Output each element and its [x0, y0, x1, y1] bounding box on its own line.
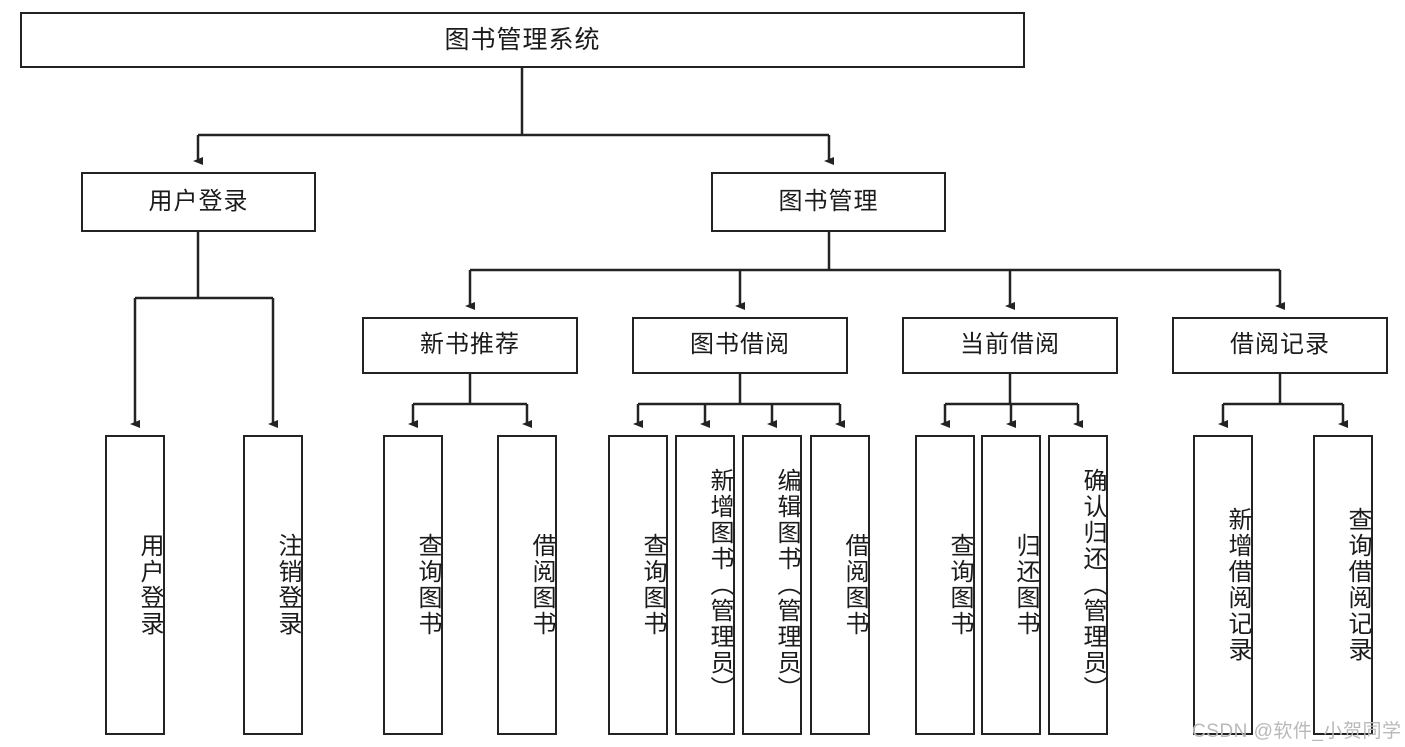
- leaf-logout-login[interactable]: 注销登录: [243, 435, 303, 735]
- leaf-edit-book-admin[interactable]: 编辑图书（管理员）: [742, 435, 802, 735]
- leaf-confirm-return-admin[interactable]: 确认归还（管理员）: [1048, 435, 1108, 735]
- leaf-query-book-recommend[interactable]: 查询图书: [383, 435, 443, 735]
- leaf-add-borrow-record[interactable]: 新增借阅记录: [1193, 435, 1253, 735]
- node-book-manage[interactable]: 图书管理: [711, 172, 946, 232]
- leaf-return-book[interactable]: 归还图书: [981, 435, 1041, 735]
- leaf-query-borrow-record[interactable]: 查询借阅记录: [1313, 435, 1373, 735]
- leaf-user-login[interactable]: 用户登录: [105, 435, 165, 735]
- node-root[interactable]: 图书管理系统: [20, 12, 1025, 68]
- node-book-borrow[interactable]: 图书借阅: [632, 317, 848, 374]
- leaf-borrow-book-recommend[interactable]: 借阅图书: [497, 435, 557, 735]
- leaf-query-book-borrow[interactable]: 查询图书: [608, 435, 668, 735]
- leaf-add-book-admin[interactable]: 新增图书（管理员）: [675, 435, 735, 735]
- leaf-borrow-book-borrow[interactable]: 借阅图书: [810, 435, 870, 735]
- leaf-query-book-current[interactable]: 查询图书: [915, 435, 975, 735]
- node-new-book-recommend[interactable]: 新书推荐: [362, 317, 578, 374]
- node-user-login[interactable]: 用户登录: [81, 172, 316, 232]
- node-current-borrow[interactable]: 当前借阅: [902, 317, 1118, 374]
- node-borrow-record[interactable]: 借阅记录: [1172, 317, 1388, 374]
